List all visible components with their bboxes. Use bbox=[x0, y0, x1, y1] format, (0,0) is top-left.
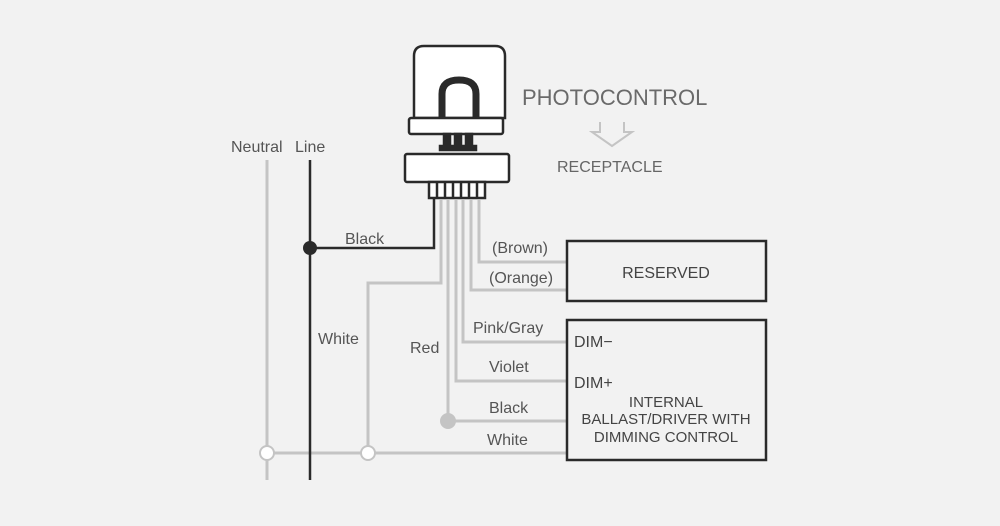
photocontrol-window-icon bbox=[438, 76, 480, 118]
light-wires bbox=[265, 160, 567, 480]
driver-line-1: INTERNAL bbox=[629, 394, 703, 411]
line-label: Line bbox=[295, 139, 325, 156]
receptacle-device bbox=[403, 152, 511, 200]
receptacle-body bbox=[403, 152, 511, 184]
dim-minus-label: DIM− bbox=[574, 334, 613, 351]
red-label: Red bbox=[410, 340, 439, 357]
photocontrol-device bbox=[407, 44, 507, 152]
white-bottom-label: White bbox=[487, 432, 528, 449]
white-left-label: White bbox=[318, 331, 359, 348]
down-arrow-icon bbox=[588, 122, 636, 148]
prong-base-icon bbox=[438, 144, 478, 152]
brown-wire bbox=[477, 200, 567, 264]
brown-label: (Brown) bbox=[492, 240, 548, 257]
receptacle-title: RECEPTACLE bbox=[557, 159, 663, 176]
red-black-junction bbox=[440, 413, 456, 429]
driver-line-3: DIMMING CONTROL bbox=[594, 429, 738, 446]
black-top-label: Black bbox=[345, 231, 385, 248]
reserved-box bbox=[565, 239, 768, 303]
white-left-wire bbox=[366, 200, 443, 453]
black-bottom-label: Black bbox=[489, 400, 529, 417]
orange-wire bbox=[469, 200, 567, 292]
black-top-wire bbox=[310, 196, 436, 250]
neutral-junction bbox=[259, 445, 275, 461]
photocontrol-title: PHOTOCONTROL bbox=[522, 85, 707, 110]
pink-gray-wire bbox=[461, 200, 567, 344]
dark-wires bbox=[308, 160, 436, 480]
driver-line-2: BALLAST/DRIVER WITH bbox=[581, 411, 750, 428]
white-junction bbox=[360, 445, 376, 461]
photocontrol-base bbox=[407, 116, 505, 136]
pink-gray-label: Pink/Gray bbox=[473, 320, 543, 337]
reserved-label: RESERVED bbox=[622, 265, 710, 282]
receptacle-terminals bbox=[427, 180, 487, 200]
violet-label: Violet bbox=[489, 359, 529, 376]
line-junction bbox=[303, 241, 317, 255]
dim-plus-label: DIM+ bbox=[574, 375, 613, 392]
driver-box bbox=[565, 318, 768, 462]
neutral-label: Neutral bbox=[231, 139, 283, 156]
violet-wire bbox=[454, 200, 567, 383]
orange-label: (Orange) bbox=[489, 270, 553, 287]
